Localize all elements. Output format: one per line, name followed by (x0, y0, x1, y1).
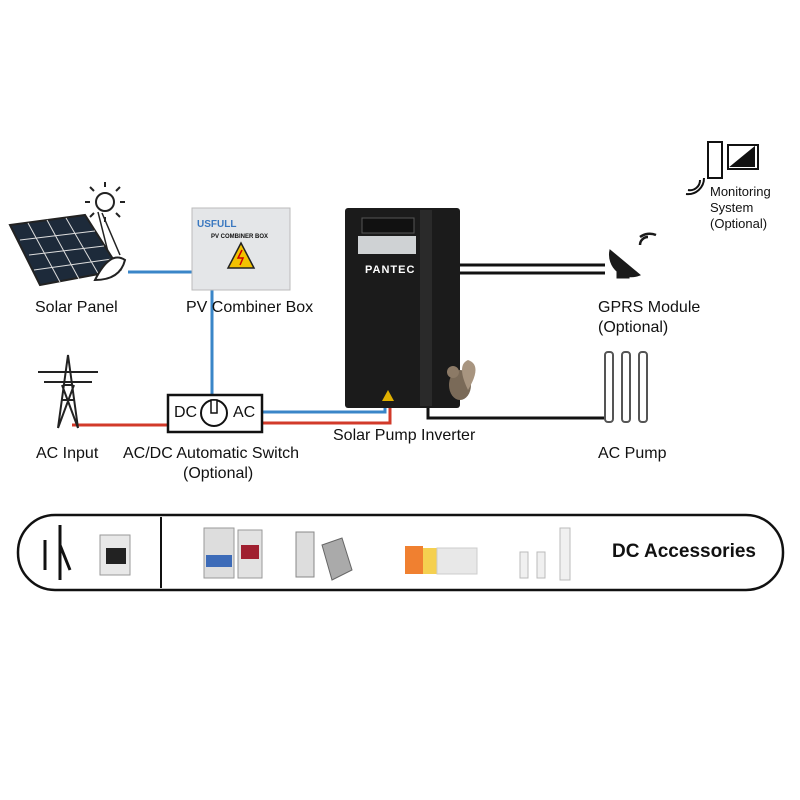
computer-icon (685, 141, 759, 196)
combiner-box-icon (191, 207, 291, 291)
pump-icon (604, 351, 648, 423)
gprs-optional-label: (Optional) (598, 319, 669, 336)
switch-to-inverter-ac-wire (262, 405, 392, 425)
squirrel-mascot-icon (447, 360, 476, 400)
mc4-connector-icon (43, 525, 72, 580)
inverter-to-pump-wire (426, 405, 605, 420)
surge-protector-icon (405, 546, 478, 575)
combiner-brand: USFULL (197, 219, 237, 230)
dc-accessories-bar (16, 513, 785, 592)
inverter-to-gprs-wire (460, 263, 605, 275)
auto-switch-optional-label: (Optional) (183, 465, 254, 482)
fuse-holder-icon (519, 527, 571, 581)
combiner-title: PV COMBINER BOX (211, 234, 269, 240)
switch-dc-label: DC (174, 404, 198, 421)
auto-switch-label: AC/DC Automatic Switch (123, 445, 300, 462)
solar-panel-label: Solar Panel (35, 299, 118, 316)
ac-wires (72, 405, 392, 427)
mccb-icon (295, 531, 353, 581)
solar-panel-icon (8, 213, 127, 287)
circuit-breaker-icon (203, 527, 263, 579)
power-tower-icon (38, 354, 98, 429)
gprs-module-label: GPRS Module (598, 299, 701, 316)
monitoring-label-1: Monitoring (710, 184, 771, 199)
auto-switch-box (166, 393, 264, 434)
ac-pump-label: AC Pump (598, 445, 667, 462)
inverter-icon (345, 208, 460, 408)
signal-wires (426, 263, 605, 420)
satellite-dish-icon (609, 232, 657, 279)
pv-combiner-box-label: PV Combiner Box (186, 299, 314, 316)
switch-ac-label: AC (233, 404, 256, 421)
monitoring-label-3: (Optional) (710, 216, 768, 231)
inverter-brand: PANTEC (365, 264, 416, 276)
ac-input-label: AC Input (36, 445, 99, 462)
dc-accessories-label: DC Accessories (612, 541, 756, 562)
solar-pump-inverter-label: Solar Pump Inverter (333, 427, 476, 444)
monitoring-label-2: System (710, 200, 754, 215)
